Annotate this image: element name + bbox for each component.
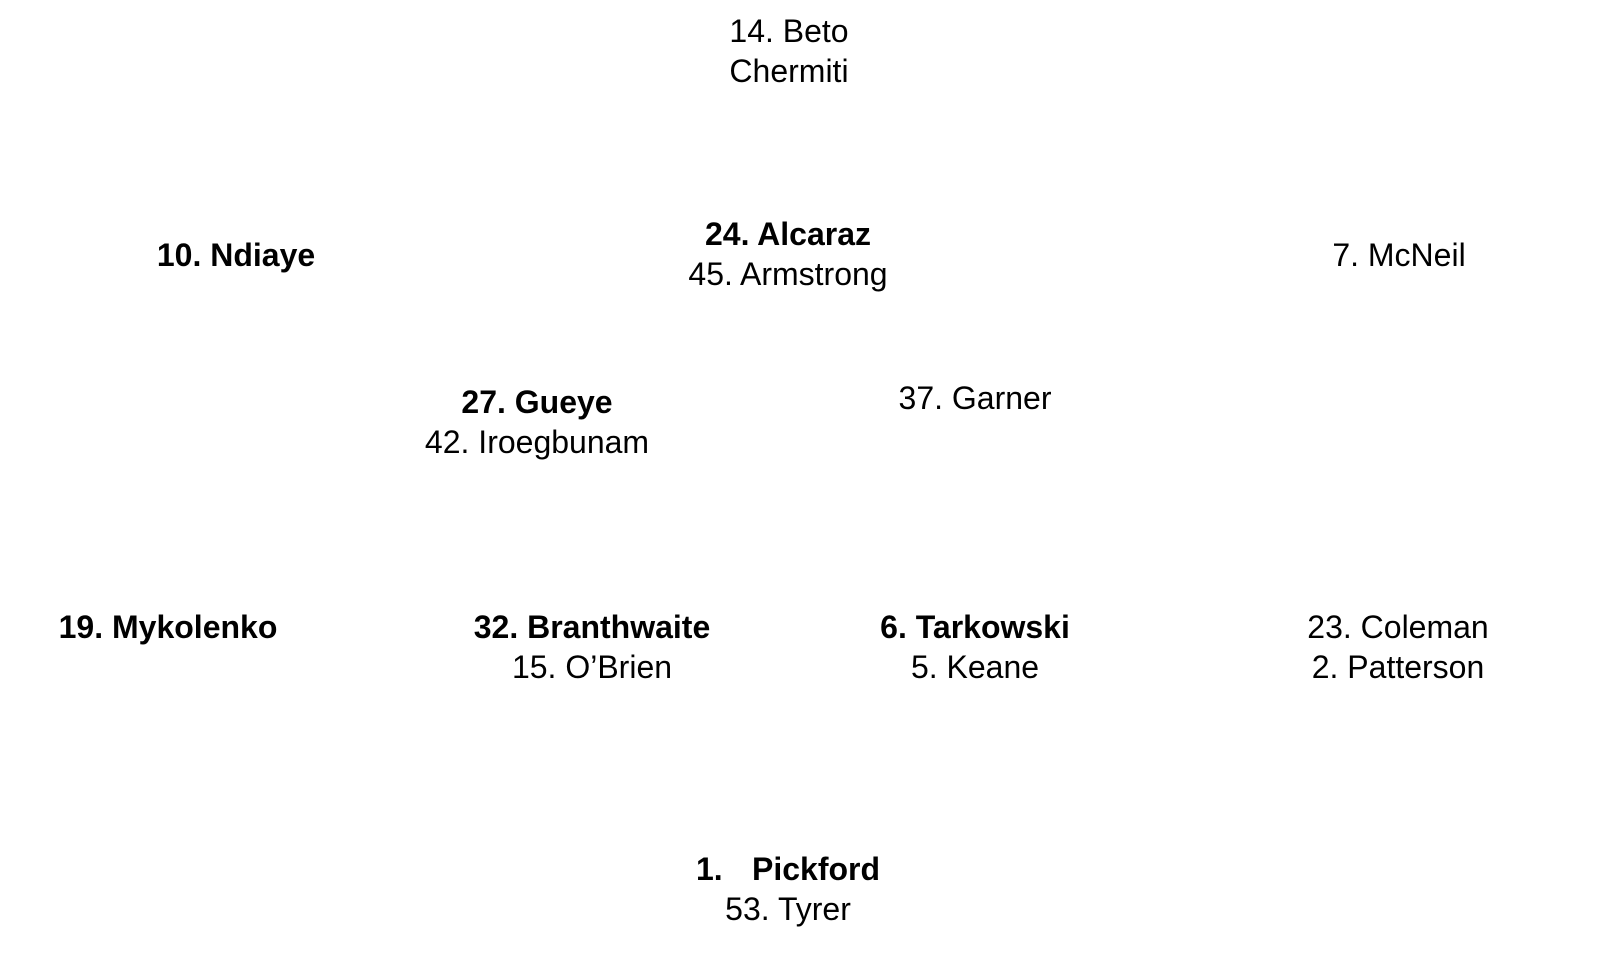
position-attacking-mid: 24. Alcaraz 45. Armstrong [688, 214, 887, 294]
player-starter: 6. Tarkowski [880, 609, 1070, 645]
player-starter: 19. Mykolenko [58, 609, 278, 645]
position-right-center-back: 6. Tarkowski 5. Keane [880, 607, 1070, 687]
player-backup: 53. Tyrer [725, 891, 851, 927]
position-goalkeeper: 1. Pickford 53. Tyrer [696, 849, 880, 929]
player-starter: 14. Beto [729, 13, 849, 49]
player-starter: 27. Gueye [461, 384, 613, 420]
position-left-wing: 10. Ndiaye [157, 235, 315, 275]
goalkeeper-name: Pickford [751, 851, 881, 887]
position-left-back: 19. Mykolenko [59, 607, 278, 647]
player-starter: 23. Coleman [1307, 609, 1489, 645]
position-striker: 14. Beto Chermiti [729, 11, 848, 91]
player-backup: 15. O’Brien [511, 649, 673, 685]
position-right-center-mid: 37. Garner [899, 378, 1052, 418]
player-starter: 32. Branthwaite [473, 609, 711, 645]
player-backup: 2. Patterson [1311, 649, 1485, 685]
goalkeeper-number: 1. [695, 851, 723, 887]
player-backup: Chermiti [729, 53, 849, 89]
player-starter: 24. Alcaraz [704, 216, 872, 252]
player-starter: 10. Ndiaye [156, 237, 316, 273]
player-backup: 5. Keane [910, 649, 1040, 685]
position-right-wing: 7. McNeil [1332, 235, 1465, 275]
player-backup: 42. Iroegbunam [424, 424, 650, 460]
player-starter: 7. McNeil [1332, 237, 1466, 273]
position-left-center-back: 32. Branthwaite 15. O’Brien [474, 607, 711, 687]
position-left-center-mid: 27. Gueye 42. Iroegbunam [425, 382, 649, 462]
position-right-back: 23. Coleman 2. Patterson [1307, 607, 1488, 687]
player-backup: 45. Armstrong [688, 256, 888, 292]
player-starter: 37. Garner [898, 380, 1052, 416]
player-starter: 1. Pickford [696, 849, 880, 889]
